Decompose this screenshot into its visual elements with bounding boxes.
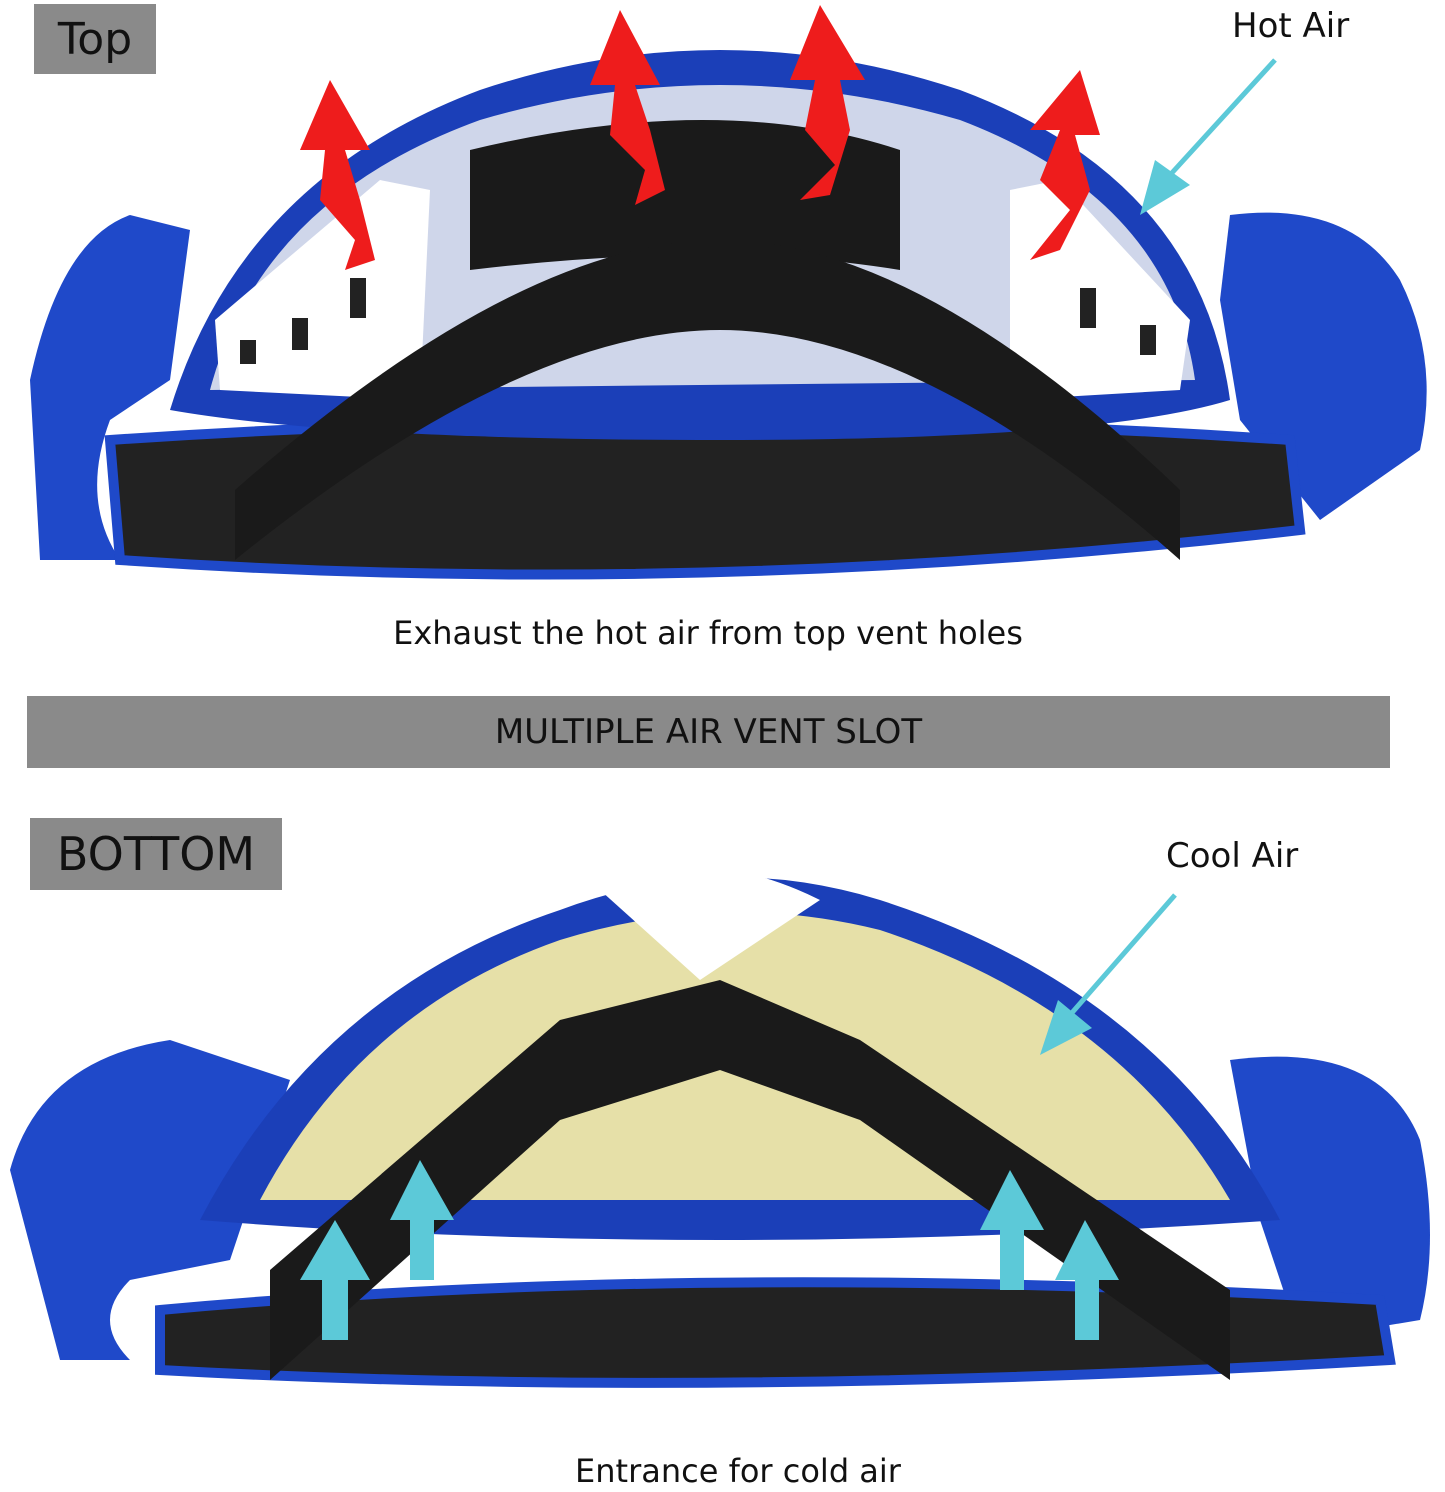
goggle-top-view — [30, 5, 1427, 580]
cool-air-label: Cool Air — [1166, 836, 1299, 876]
top-label: Top — [34, 4, 156, 74]
cool-air-pointer-icon — [1040, 893, 1177, 1055]
cool-air-arrow-icon — [300, 1160, 1119, 1340]
vent-banner: MULTIPLE AIR VENT SLOT — [27, 696, 1390, 768]
top-caption: Exhaust the hot air from top vent holes — [393, 614, 1023, 652]
goggle-bottom-view — [10, 867, 1430, 1388]
hot-air-arrow-icon — [300, 5, 1100, 270]
bottom-label: BOTTOM — [30, 818, 282, 890]
hot-air-pointer-icon — [1140, 58, 1277, 215]
bottom-caption: Entrance for cold air — [575, 1452, 901, 1490]
hot-air-label: Hot Air — [1232, 6, 1350, 46]
